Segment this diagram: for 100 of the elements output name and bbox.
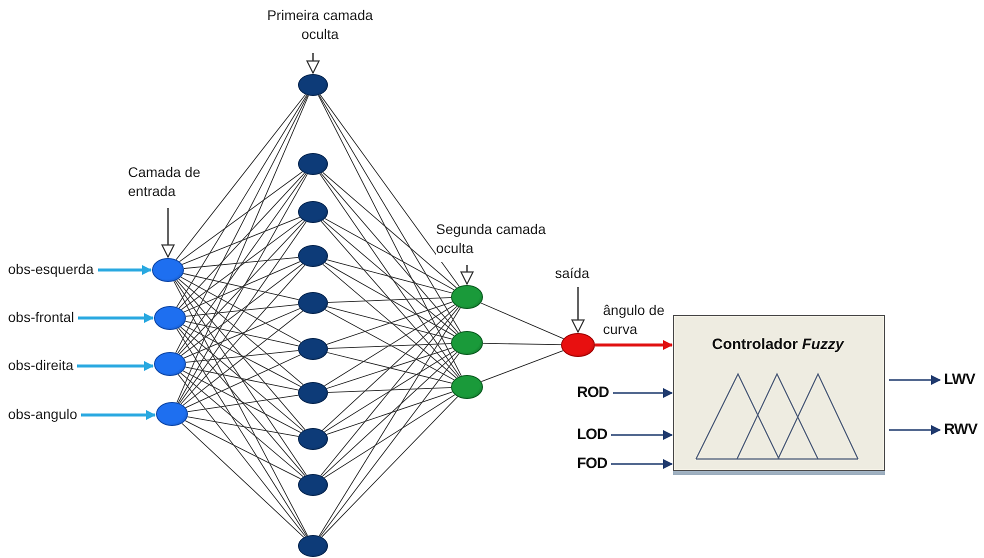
signal-label: RWV bbox=[944, 420, 978, 440]
connection-line bbox=[176, 94, 308, 308]
connection-line bbox=[187, 416, 299, 437]
connection-line bbox=[180, 264, 306, 404]
connection-line bbox=[320, 306, 460, 476]
connection-line bbox=[187, 394, 299, 412]
connection-line bbox=[180, 326, 304, 432]
connection-line bbox=[322, 306, 458, 431]
arrow bbox=[460, 265, 474, 285]
connection-line bbox=[328, 297, 452, 303]
connection-line bbox=[185, 354, 301, 408]
connection-line bbox=[324, 262, 455, 336]
connection-line bbox=[184, 420, 302, 480]
neuron-node bbox=[154, 352, 186, 376]
connection-line bbox=[318, 94, 462, 376]
connection-line bbox=[178, 374, 306, 537]
neuron-node bbox=[298, 428, 328, 450]
connection-line bbox=[180, 276, 302, 343]
connection-line bbox=[184, 366, 299, 391]
connection-line bbox=[326, 391, 453, 435]
connection-line bbox=[182, 324, 302, 388]
arrow bbox=[611, 459, 673, 469]
connection-line bbox=[176, 328, 308, 536]
connection-line bbox=[182, 370, 302, 434]
neuron-node bbox=[298, 74, 328, 96]
input-label: obs-angulo bbox=[8, 405, 78, 425]
arrow bbox=[98, 265, 152, 275]
connection-line bbox=[324, 350, 456, 432]
connection-line bbox=[324, 394, 456, 478]
signal-label: FOD bbox=[577, 454, 608, 474]
neuron-node bbox=[298, 474, 328, 496]
connection-line bbox=[185, 304, 299, 317]
arrow bbox=[78, 313, 154, 323]
arrow bbox=[889, 425, 941, 435]
connection-line bbox=[177, 173, 306, 354]
arrow bbox=[77, 361, 154, 371]
connection-line bbox=[173, 280, 308, 536]
neuron-node bbox=[154, 306, 186, 330]
connection-line bbox=[175, 94, 308, 354]
arrow bbox=[611, 430, 673, 440]
connection-line bbox=[180, 219, 303, 310]
neuron-node bbox=[298, 338, 328, 360]
connection-line bbox=[480, 350, 564, 382]
connection-line bbox=[182, 422, 304, 538]
connection-line bbox=[318, 307, 461, 536]
connection-line bbox=[183, 308, 300, 359]
arrow bbox=[161, 208, 175, 258]
neuron-node bbox=[298, 535, 328, 557]
connection-line bbox=[176, 280, 306, 430]
connection-line bbox=[326, 259, 452, 294]
connection-line bbox=[320, 352, 460, 537]
connection-line bbox=[321, 396, 458, 538]
controller-title: Controlador Fuzzy bbox=[712, 336, 844, 353]
connection-line bbox=[322, 264, 457, 378]
neuron-node bbox=[298, 245, 328, 267]
arrow bbox=[81, 410, 156, 420]
arrow bbox=[571, 287, 585, 333]
connection-line bbox=[176, 94, 306, 260]
connection-line bbox=[176, 95, 309, 404]
connection-line bbox=[322, 352, 458, 477]
connection-line bbox=[182, 216, 300, 265]
connection-line bbox=[183, 256, 299, 269]
input-label: obs-direita bbox=[8, 356, 74, 376]
neuron-node bbox=[298, 382, 328, 404]
connection-line bbox=[178, 278, 304, 386]
connection-line bbox=[180, 263, 304, 356]
arrow bbox=[306, 53, 320, 74]
connection-line bbox=[324, 218, 455, 290]
signal-label: LWV bbox=[944, 370, 975, 390]
signal-label: LOD bbox=[577, 425, 608, 445]
neuron-node bbox=[298, 153, 328, 175]
signal-label: ROD bbox=[577, 383, 609, 403]
connection-line bbox=[182, 273, 300, 300]
connection-line bbox=[318, 94, 461, 332]
connection-line bbox=[320, 220, 459, 378]
connection-line bbox=[178, 328, 306, 476]
connection-line bbox=[178, 172, 306, 309]
connection-line bbox=[178, 220, 305, 355]
neuron-node bbox=[298, 201, 328, 223]
neuron-node bbox=[156, 402, 188, 426]
neuron-node bbox=[451, 331, 483, 355]
neuron-node bbox=[152, 258, 184, 282]
connection-line bbox=[183, 261, 301, 312]
arrow bbox=[613, 388, 673, 398]
connection-line bbox=[180, 372, 304, 478]
neuron-node bbox=[298, 292, 328, 314]
connection-line bbox=[179, 171, 303, 262]
connection-line bbox=[322, 220, 457, 334]
connection-line bbox=[480, 302, 564, 340]
neuron-node bbox=[451, 375, 483, 399]
connection-line bbox=[178, 221, 307, 404]
neuron-node bbox=[451, 285, 483, 309]
connection-line bbox=[328, 387, 452, 393]
connection-line bbox=[319, 173, 460, 377]
arrow bbox=[889, 375, 941, 385]
connection-line bbox=[322, 172, 457, 288]
connection-line bbox=[328, 343, 452, 349]
input-label: obs-frontal bbox=[8, 308, 74, 328]
connection-line bbox=[184, 320, 300, 346]
connection-line bbox=[320, 172, 459, 334]
